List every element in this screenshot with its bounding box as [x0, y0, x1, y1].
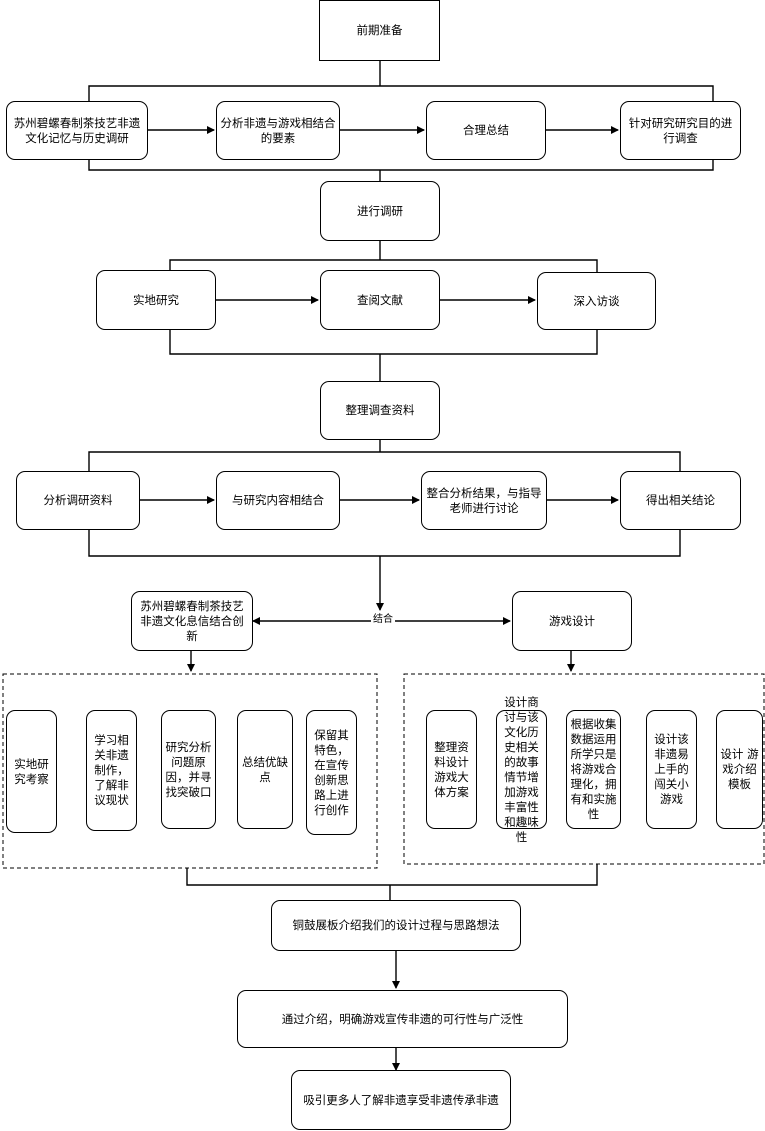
node-prep: 前期准备 — [319, 0, 440, 61]
node-organize: 整理调查资料 — [320, 381, 440, 440]
bracket-research-bottom — [169, 329, 598, 355]
node-conclusion: 得出相关结论 — [620, 471, 741, 530]
node-elements: 分析非遗与游戏相结合的要素 — [216, 101, 340, 160]
node-right-item-2: 设计商讨与该文化历史相关的故事情节增加游戏丰富性和趣味性 — [496, 695, 547, 844]
group-heritage-study — [2, 673, 378, 869]
node-purpose: 针对研究研究目的进行调查 — [620, 101, 741, 160]
node-history: 苏州碧螺春制茶技艺非遗文化记忆与历史调研 — [6, 101, 148, 160]
node-right-item-5: 设计 游戏介绍模板 — [716, 710, 763, 829]
node-combine-content: 与研究内容相结合 — [216, 471, 340, 530]
node-discuss: 整合分析结果，与指导老师进行讨论 — [421, 471, 547, 530]
node-left-item-5: 保留其特色，在宣传创新思路上进行创作 — [306, 710, 357, 835]
node-feasibility: 通过介绍，明确游戏宣传非遗的可行性与广泛性 — [237, 990, 568, 1048]
node-left-item-1: 实地研究考察 — [6, 710, 57, 833]
bracket-organize — [88, 451, 681, 471]
node-right-item-1: 整理资料设计游戏大体方案 — [426, 710, 477, 829]
node-right-item-3: 根据收集数据运用所学只是将游戏合理化，拥有和实施性 — [566, 710, 621, 829]
group-game-design — [403, 673, 765, 865]
node-game: 游戏设计 — [512, 591, 632, 651]
bracket-organize-bottom — [88, 530, 681, 557]
node-interview: 深入访谈 — [537, 272, 656, 330]
edge-label-combine: 结合 — [371, 614, 395, 626]
node-analyze: 分析调研资料 — [16, 471, 140, 530]
node-left-item-3: 研究分析问题原因，并寻找突破口 — [161, 710, 216, 829]
node-summary: 合理总结 — [426, 101, 546, 160]
node-left-item-2: 学习相关非遗制作，了解非议现状 — [86, 710, 137, 831]
node-attract: 吸引更多人了解非遗享受非遗传承非遗 — [291, 1070, 511, 1130]
node-exhibit: 铜鼓展板介绍我们的设计过程与思路想法 — [271, 900, 521, 951]
node-left-item-4: 总结优缺点 — [237, 710, 293, 829]
node-field: 实地研究 — [96, 270, 216, 330]
bracket-research — [169, 259, 598, 272]
node-heritage: 苏州碧螺春制茶技艺非遗文化息信结合创新 — [131, 591, 253, 651]
node-right-item-4: 设计该非遗易上手的闯关小游戏 — [646, 710, 697, 829]
node-literature: 查阅文献 — [320, 270, 440, 330]
bracket-bottom — [186, 864, 598, 886]
node-research: 进行调研 — [320, 181, 440, 241]
